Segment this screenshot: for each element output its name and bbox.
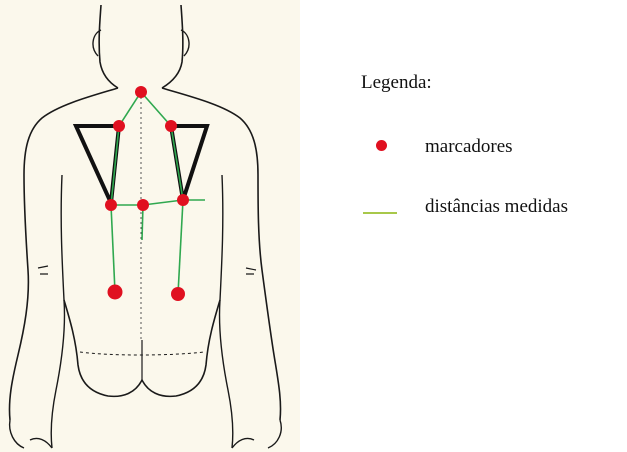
legend: Legenda: marcadores distâncias medidas [355,70,625,240]
segment-c7-right-scapula [141,92,171,126]
markers [105,86,189,301]
marker-left-scapula-superior [113,120,125,132]
legend-item-lines: distâncias medidas [355,198,625,224]
marker-right-scapula-superior [165,120,177,132]
marker-spine-t7 [137,199,149,211]
segment-spine-right-angle [143,200,183,205]
segment-right-scapula-inferior-angle [171,126,183,200]
marker-c7 [135,86,147,98]
segment-c7-left-scapula [119,92,141,126]
back-anatomy-figure [0,0,300,452]
neck-outline [99,5,183,88]
legend-label-lines: distâncias medidas [425,196,568,218]
marker-left-scapula-inferior [105,199,117,211]
marker-dot-icon [376,140,387,151]
ear-outline [93,30,189,56]
legend-title: Legenda: [361,72,432,94]
hand-outline-right [232,420,281,448]
marker-left-psis [108,285,123,300]
body-outline-drawing [0,0,300,452]
measured-distances [111,92,205,294]
elbow-detail [38,266,256,274]
segment-right-angle-right-psis [178,200,183,294]
torso-outline [9,88,280,420]
line-swatch-icon [363,212,397,214]
legend-label-markers: marcadores [425,136,513,158]
marker-right-psis [171,287,185,301]
hand-outline-left [10,420,52,448]
legend-item-markers: marcadores [355,136,625,162]
segment-left-angle-left-psis [111,205,115,292]
segment-left-scapula-inferior-angle [111,126,119,205]
marker-right-scapula-inferior [177,194,189,206]
